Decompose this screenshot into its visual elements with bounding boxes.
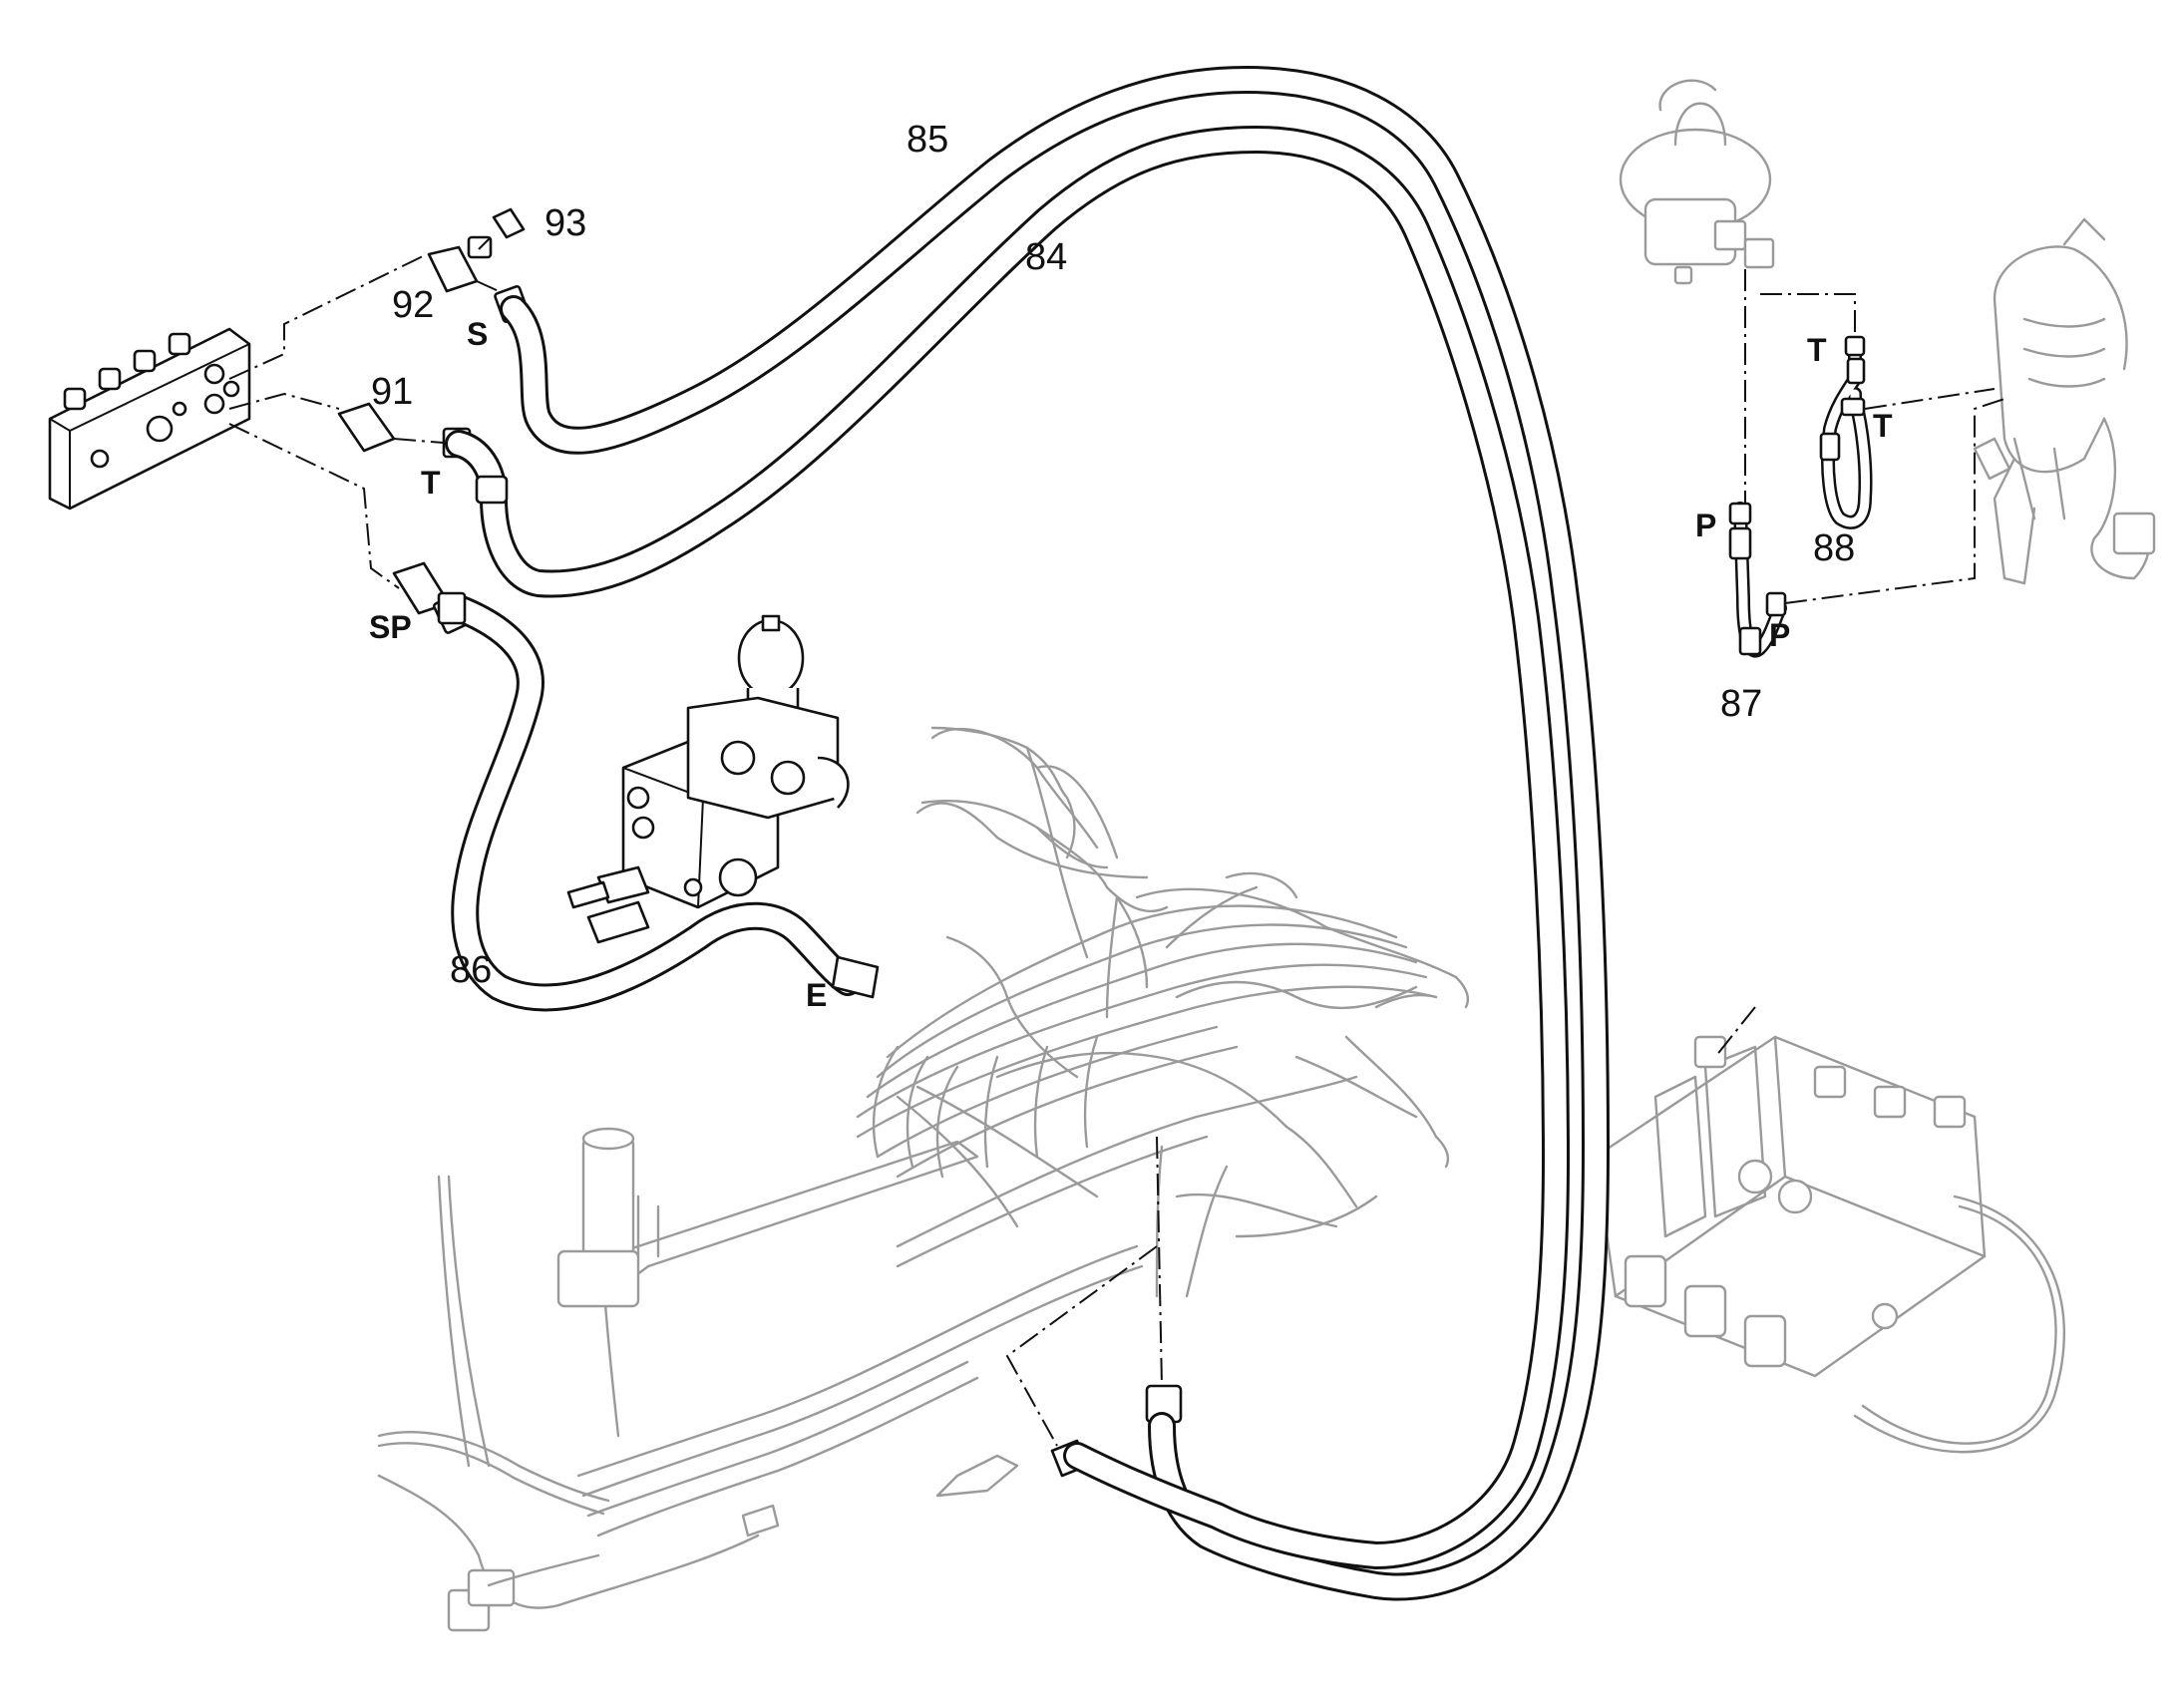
port-label-t-left: T: [421, 465, 441, 501]
center-lines-harness: [1005, 1136, 1163, 1447]
callout-labels: 85 84 93 92 91 86 88 87: [371, 119, 1855, 991]
hose-87: [1728, 502, 1787, 658]
callout-84: 84: [1025, 236, 1067, 278]
pilot-control-unit: [1619, 79, 1775, 285]
wiring-harness-assembly: [377, 727, 1470, 1609]
hose-85: [500, 66, 1610, 1601]
callout-87: 87: [1720, 683, 1762, 725]
callout-92: 92: [392, 284, 434, 326]
callout-85: 85: [907, 119, 948, 161]
callout-86: 86: [450, 949, 492, 991]
port-label-t-88-right: T: [1873, 408, 1893, 444]
manifold-block: [48, 327, 251, 511]
hose-84: [445, 126, 1570, 1569]
cylinder-assembly: [556, 1127, 640, 1308]
port-label-e: E: [806, 977, 827, 1013]
port-label-p-87-top: P: [1695, 508, 1716, 543]
pilot-tube-bundle: [920, 726, 1169, 959]
callout-91: 91: [371, 371, 413, 413]
joystick-unit: [1973, 217, 2156, 585]
hose-88: [1819, 335, 1873, 529]
harness-connector: [447, 1553, 600, 1632]
center-lines-left: [228, 236, 500, 589]
control-valve-block: [1594, 1006, 2066, 1454]
port-label-s: S: [467, 316, 488, 352]
hose-86: [437, 591, 880, 1012]
port-labels: S T SP E T T P P: [369, 316, 1893, 1013]
port-label-sp: SP: [369, 609, 412, 645]
fitting-93: [467, 207, 526, 259]
accumulator-valve-assembly: [566, 614, 850, 944]
port-label-p-87-right: P: [1769, 617, 1790, 653]
port-label-t-88-top: T: [1807, 332, 1827, 368]
callout-93: 93: [545, 202, 586, 244]
callout-88: 88: [1813, 527, 1855, 569]
center-lines-right: [1744, 269, 2005, 604]
